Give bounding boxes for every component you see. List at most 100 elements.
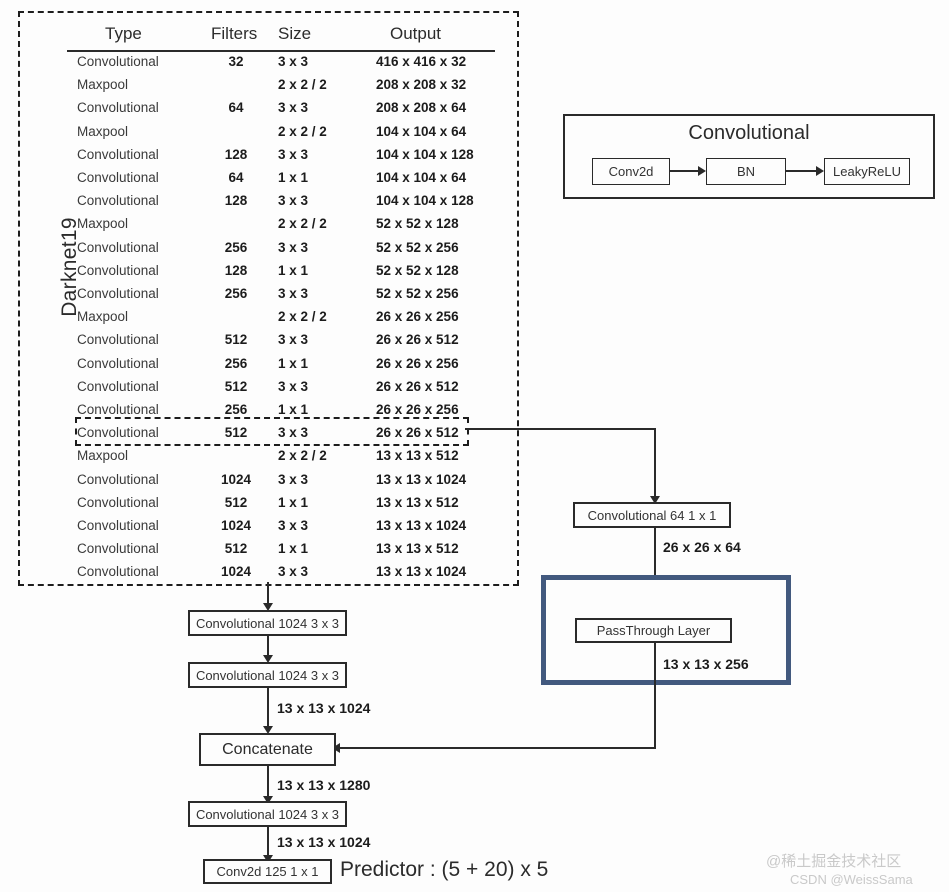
cell-type: Maxpool: [77, 448, 129, 464]
cell-filters: 512: [224, 541, 248, 557]
cell-type: Convolutional: [77, 193, 159, 209]
cell-output: 52 x 52 x 128: [376, 262, 459, 278]
cell-type: Convolutional: [77, 286, 159, 301]
cell-type: Maxpool: [77, 216, 129, 232]
cell-size: 1 x 1: [278, 494, 309, 510]
cell-type: Convolutional: [77, 332, 159, 348]
cell-size: 2 x 2 / 2: [278, 309, 327, 325]
cell-type: Convolutional: [77, 146, 159, 162]
main-conv-box-c[interactable]: Convolutional 1024 3 x 3: [188, 801, 347, 827]
cell-type: Convolutional: [77, 170, 159, 185]
cell-type: Maxpool: [77, 309, 129, 325]
cell-size: 1 x 1: [278, 355, 309, 371]
cell-type: Maxpool: [77, 77, 129, 93]
header-type: Type: [105, 24, 142, 43]
passthrough-source-row-highlight: [75, 417, 469, 446]
cell-size: 2 x 2 / 2: [278, 448, 327, 464]
shape-13x13x1280: 13 x 13 x 1280: [277, 777, 371, 793]
cell-output: 13 x 13 x 512: [376, 541, 459, 557]
branch-route-horizontal: [465, 428, 656, 430]
cell-size: 3 x 3: [278, 193, 309, 209]
cell-filters: 1024: [220, 518, 252, 533]
cell-output: 104 x 104 x 64: [376, 170, 467, 185]
concat-to-conv-c-line: [267, 766, 269, 800]
cell-output: 13 x 13 x 512: [376, 448, 459, 464]
cell-output: 13 x 13 x 512: [376, 494, 459, 510]
cell-size: 1 x 1: [278, 170, 309, 185]
cell-size: 1 x 1: [278, 541, 309, 557]
cell-type: Maxpool: [77, 123, 129, 139]
passthrough-layer-box[interactable]: PassThrough Layer: [575, 618, 732, 643]
cell-output: 26 x 26 x 512: [376, 378, 459, 394]
cell-size: 3 x 3: [278, 146, 309, 162]
watermark-line-2: CSDN @WeissSama: [790, 872, 913, 887]
conv2d-stage-box[interactable]: Conv2d: [592, 158, 670, 185]
cell-output: 104 x 104 x 64: [376, 123, 467, 139]
cell-output: 26 x 26 x 256: [376, 402, 459, 417]
concat-input-horizontal: [340, 747, 656, 749]
cell-size: 1 x 1: [278, 262, 309, 278]
cell-output: 26 x 26 x 512: [376, 425, 459, 441]
main-conv-box-b[interactable]: Convolutional 1024 3 x 3: [188, 662, 347, 688]
cell-type: Convolutional: [77, 239, 159, 255]
cell-filters: 128: [224, 193, 248, 209]
header-output: Output: [390, 24, 442, 43]
cell-type: Convolutional: [77, 518, 159, 533]
cell-size: 3 x 3: [278, 54, 309, 69]
cell-output: 13 x 13 x 1024: [376, 471, 467, 487]
bn-stage-box[interactable]: BN: [706, 158, 786, 185]
table-header-row: Type Filters Size Output: [63, 24, 503, 54]
cell-type: Convolutional: [77, 402, 159, 417]
head-conv2d-box[interactable]: Conv2d 125 1 x 1: [203, 859, 332, 884]
main-conv-box-a[interactable]: Convolutional 1024 3 x 3: [188, 610, 347, 636]
cell-size: 2 x 2 / 2: [278, 123, 327, 139]
table-row: Convolutional 64 1 x 1 104 x 104 x 64: [63, 170, 503, 193]
shape-13x13x1024-pre-concat: 13 x 13 x 1024: [277, 700, 371, 716]
cell-output: 104 x 104 x 128: [376, 193, 474, 209]
panel-title: Convolutional: [688, 122, 810, 144]
cell-output: 26 x 26 x 256: [376, 355, 459, 371]
cell-output: 52 x 52 x 256: [376, 239, 459, 255]
cell-filters: 128: [224, 146, 248, 162]
table-header-rule: [67, 50, 495, 52]
concatenate-box[interactable]: Concatenate: [199, 733, 336, 766]
conv-c-to-head-line: [267, 827, 269, 860]
cell-type: Convolutional: [77, 262, 159, 278]
cell-size: 3 x 3: [278, 425, 309, 441]
cell-filters: 64: [228, 100, 244, 116]
shape-26x26x64: 26 x 26 x 64: [663, 539, 741, 555]
leakyrelu-stage-box[interactable]: LeakyReLU: [824, 158, 910, 185]
cell-output: 13 x 13 x 1024: [376, 564, 467, 580]
passthrough-exit-line: [654, 643, 656, 748]
cell-filters: 256: [224, 402, 248, 417]
panel-connector-conv-bn: [670, 170, 698, 172]
branch-route-arrow: [650, 496, 660, 504]
branch-conv-box[interactable]: Convolutional 64 1 x 1: [573, 502, 731, 528]
cell-size: 2 x 2 / 2: [278, 216, 327, 232]
cell-filters: 512: [224, 332, 248, 348]
cell-size: 1 x 1: [278, 402, 309, 417]
backbone-exit-arrow: [263, 603, 273, 611]
cell-type: Convolutional: [77, 100, 159, 116]
cell-output: 52 x 52 x 256: [376, 286, 459, 301]
cell-type: Convolutional: [77, 355, 159, 371]
backbone-exit-line: [267, 582, 269, 607]
shape-13x13x256: 13 x 13 x 256: [663, 656, 749, 672]
cell-filters: 64: [228, 170, 244, 185]
conv-b-arrow: [263, 655, 273, 663]
cell-filters: 256: [224, 239, 248, 255]
header-size: Size: [278, 24, 312, 43]
